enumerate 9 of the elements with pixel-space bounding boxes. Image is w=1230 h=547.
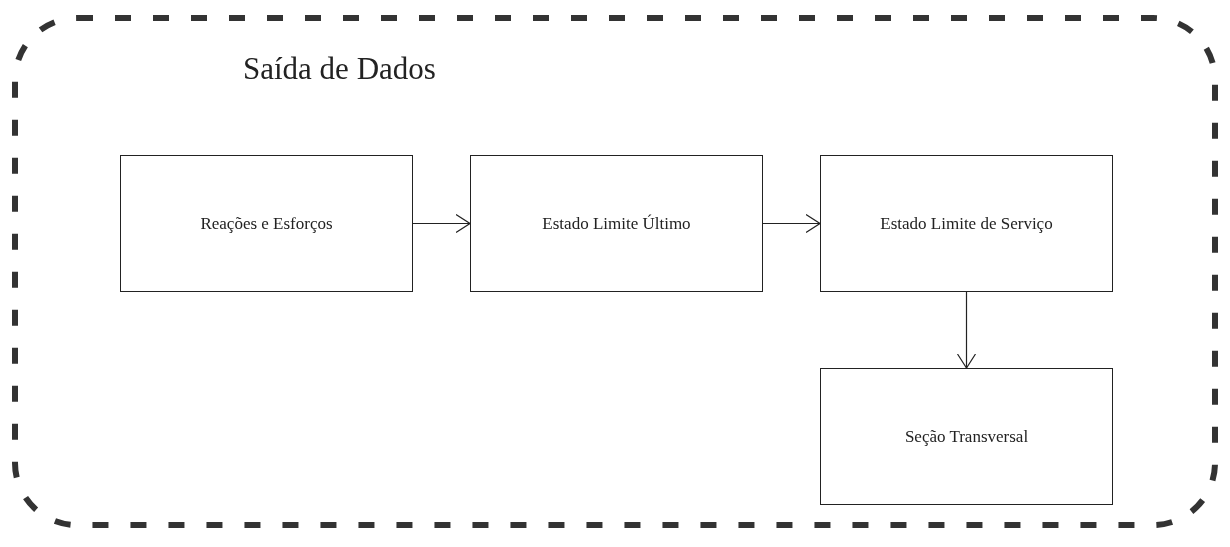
process-box: Seção Transversal	[820, 368, 1113, 505]
dashed-rounded-frame	[12, 15, 1218, 528]
arrow	[762, 213, 821, 234]
process-box: Estado Limite de Serviço	[820, 155, 1113, 292]
process-box: Reações e Esforços	[120, 155, 413, 292]
arrow	[412, 213, 471, 234]
process-box: Estado Limite Último	[470, 155, 763, 292]
arrow	[956, 291, 977, 369]
frame-title: Saída de Dados	[243, 51, 436, 87]
